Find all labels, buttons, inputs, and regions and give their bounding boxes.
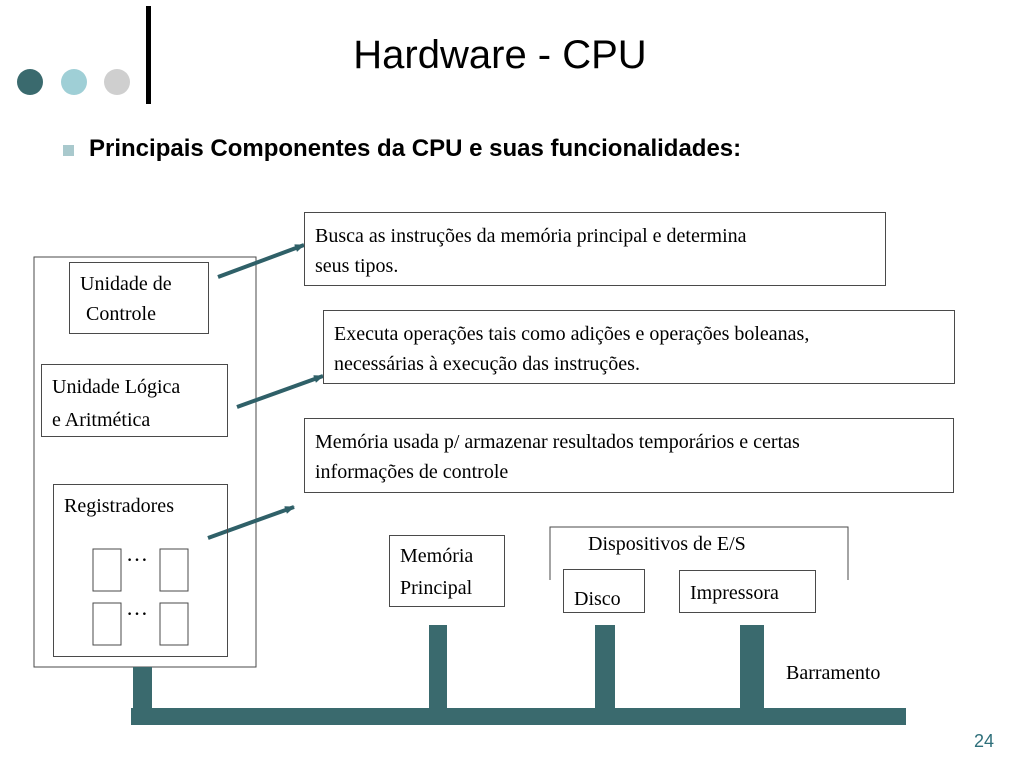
io-group-bracket [549, 526, 849, 580]
main-memory-box: Memória Principal [389, 535, 505, 607]
register-cell [159, 602, 189, 646]
printer-box: Impressora [679, 570, 816, 613]
control-unit-description: Busca as instruções da memória principal… [304, 212, 886, 286]
io-devices-label: Dispositivos de E/S [588, 533, 746, 555]
bus-label: Barramento [786, 662, 881, 684]
slide-title: Hardware - CPU [353, 33, 647, 77]
printer-label: Impressora [690, 582, 779, 604]
bus-bar [131, 708, 906, 725]
disk-box: Disco [563, 569, 645, 613]
register-ellipsis: … [126, 541, 148, 566]
arrow-registers [207, 505, 295, 540]
gray-dot-icon [104, 69, 130, 95]
slide-subtitle: Principais Componentes da CPU e suas fun… [89, 135, 742, 162]
register-ellipsis: … [126, 595, 148, 620]
register-cell [92, 602, 122, 646]
bus-connector-cpu [133, 667, 152, 710]
alu-label-line2: e Aritmética [52, 409, 151, 431]
registers-label: Registradores [64, 495, 174, 517]
arrow-control-unit [217, 243, 305, 279]
control-unit-description-line1: Busca as instruções da memória principal… [315, 225, 747, 247]
light-teal-dot-icon [61, 69, 87, 95]
header-divider [146, 6, 151, 104]
control-unit-description-line2: seus tipos. [315, 255, 399, 277]
main-memory-label-line1: Memória [400, 545, 474, 567]
control-unit-box: Unidade de Controle [69, 262, 209, 334]
bus-connector-printer [740, 625, 764, 710]
registers-description: Memória usada p/ armazenar resultados te… [304, 418, 954, 493]
alu-box: Unidade Lógica e Aritmética [41, 364, 228, 437]
registers-box: Registradores … … [53, 484, 228, 657]
registers-description-line2: informações de controle [315, 461, 509, 483]
alu-description: Executa operações tais como adições e op… [323, 310, 955, 384]
disk-label: Disco [574, 588, 621, 610]
arrow-alu [236, 374, 324, 409]
control-unit-label-line1: Unidade de [80, 273, 172, 295]
square-bullet-icon [63, 145, 74, 156]
register-cell [92, 548, 122, 592]
bus-connector-memory [429, 625, 447, 710]
registers-description-line1: Memória usada p/ armazenar resultados te… [315, 431, 800, 453]
alu-description-line2: necessárias à execução das instruções. [334, 353, 640, 375]
page-number: 24 [973, 731, 994, 751]
alu-description-line1: Executa operações tais como adições e op… [334, 323, 810, 345]
alu-label-line1: Unidade Lógica [52, 376, 181, 398]
register-cell [159, 548, 189, 592]
bus-connector-disk [595, 625, 615, 710]
main-memory-label-line2: Principal [400, 577, 473, 599]
dark-teal-dot-icon [17, 69, 43, 95]
control-unit-label-line2: Controle [86, 303, 156, 325]
